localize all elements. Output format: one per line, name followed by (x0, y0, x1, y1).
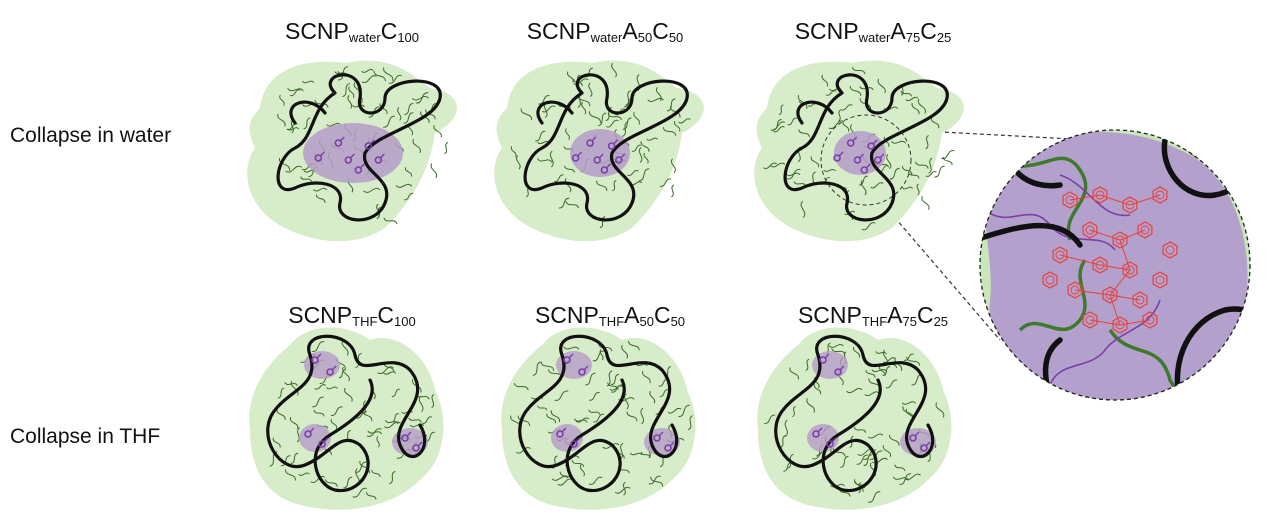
particle-water-c100 (247, 60, 457, 242)
row-label-water: Collapse in water (10, 124, 172, 147)
particle-thf-a50c50 (501, 327, 696, 510)
zoom-source-ring (820, 114, 912, 206)
particle-water-a50c50 (494, 60, 704, 242)
zoom-border (979, 129, 1251, 401)
row-label-thf: Collapse in THF (10, 425, 161, 448)
particle-thf-a75c25 (757, 327, 952, 510)
panel-title-water-a50c50: SCNPwaterA50C50 (526, 18, 684, 45)
zoom-inset (979, 129, 1251, 401)
panel-title-thf-c100: SCNPTHFC100 (288, 302, 416, 329)
panel-title-water-a75c25: SCNPwaterA75C25 (794, 18, 952, 45)
panel-title-thf-a50c50: SCNPTHFA50C50 (534, 302, 686, 329)
particle-water-a75c25 (754, 60, 964, 242)
panel-title-water-c100: SCNPwaterC100 (284, 18, 420, 45)
zoom-guide-line-bottom (889, 211, 1001, 341)
particle-thf-c100 (249, 327, 444, 510)
panel-title-thf-a75c25: SCNPTHFA75C25 (797, 302, 949, 329)
